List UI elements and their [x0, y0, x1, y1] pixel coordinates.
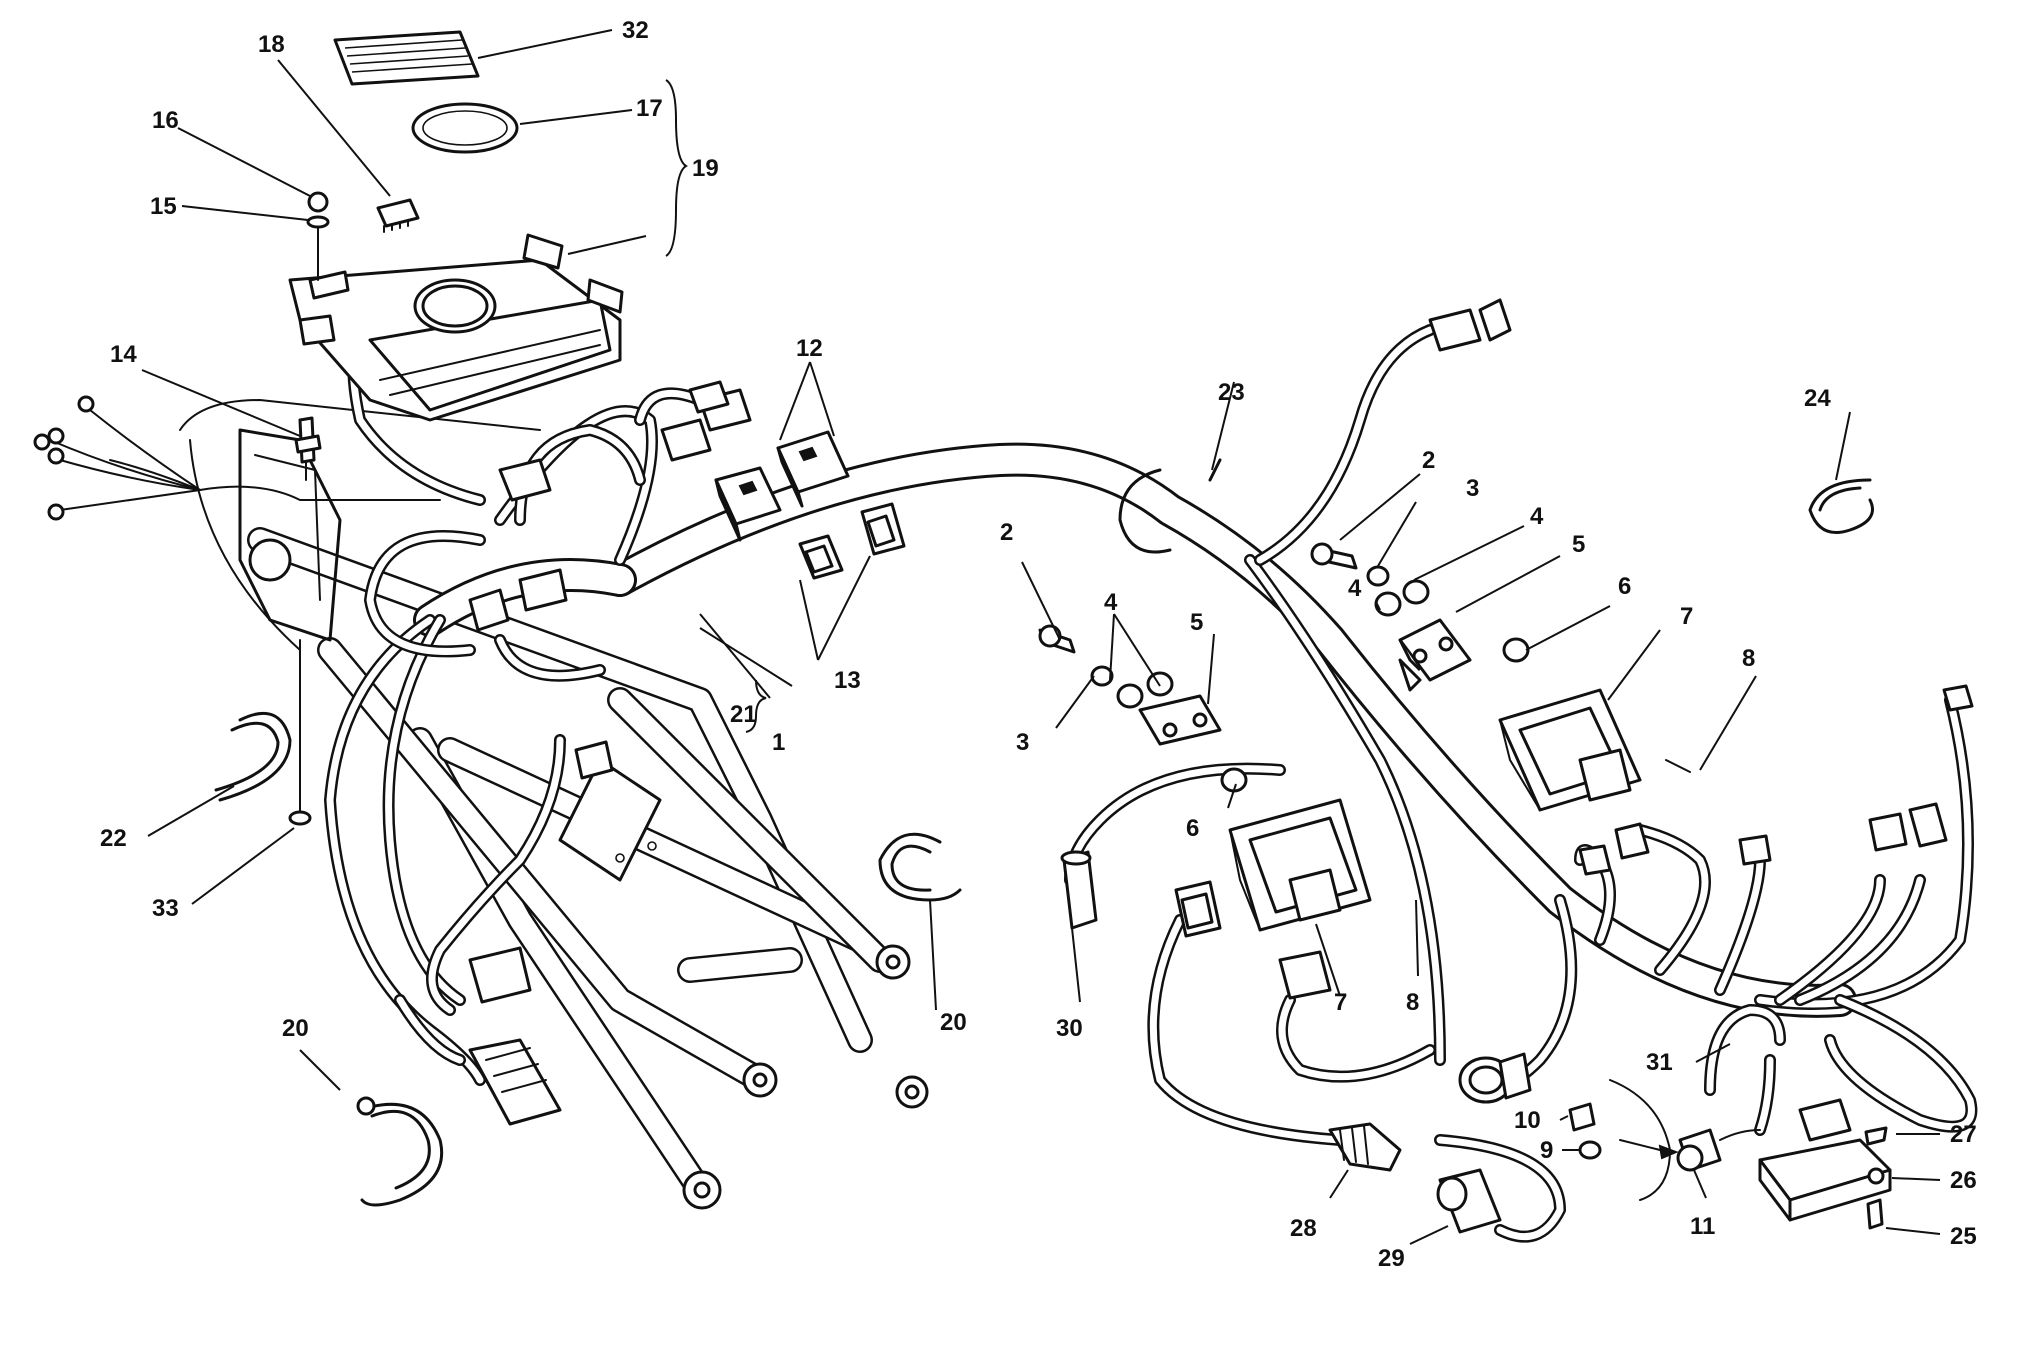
callout-11: 11	[1690, 1213, 1715, 1240]
callout-23: 23	[1218, 379, 1245, 406]
callout-28: 28	[1290, 1215, 1317, 1242]
hose-31	[1704, 1004, 1786, 1136]
callout-6-lower: 6	[1186, 815, 1199, 842]
callout-13: 13	[834, 667, 861, 694]
sensor-30	[1060, 850, 1098, 930]
callout-14: 14	[110, 341, 137, 368]
sensor-28	[1328, 1122, 1402, 1172]
callout-8-upper: 8	[1742, 645, 1755, 672]
callout-3-upper: 3	[1466, 475, 1479, 502]
callout-32: 32	[622, 17, 649, 44]
callout-12: 12	[796, 335, 823, 362]
callout-22: 22	[100, 825, 127, 852]
sensor-11	[1568, 1079, 1761, 1201]
callout-26: 26	[1950, 1167, 1977, 1194]
eprom-chip	[376, 198, 420, 233]
connectors-right	[1578, 684, 1974, 876]
callout-21: 21	[730, 701, 757, 728]
callout-5-upper: 5	[1572, 531, 1585, 558]
callout-7-upper: 7	[1680, 603, 1693, 630]
callout-30: 30	[1056, 1015, 1083, 1042]
bracket-upper	[1310, 542, 1530, 692]
callout-labels: 32 18 17 16 19 15 14 12 13 21 1 22 33 20…	[100, 17, 1977, 1272]
relay-pair	[714, 430, 850, 542]
ecu-unit	[288, 233, 624, 422]
callout-3-lower: 3	[1016, 729, 1029, 756]
callout-20-left: 20	[282, 1015, 309, 1042]
callout-4-lower: 4	[1104, 589, 1118, 616]
main-harness	[49, 304, 1978, 1243]
clamp-24	[1808, 478, 1874, 534]
callout-27: 27	[1950, 1121, 1977, 1148]
coil-upper	[1498, 688, 1691, 812]
callout-16: 16	[152, 107, 179, 134]
relay-sockets	[798, 502, 906, 580]
callout-18: 18	[258, 31, 285, 58]
leader-lines	[141, 29, 1941, 1245]
callout-25: 25	[1950, 1223, 1977, 1250]
callout-4-upper-b: 4	[1348, 575, 1362, 602]
callout-9: 9	[1540, 1137, 1553, 1164]
callout-17: 17	[636, 95, 663, 122]
callout-15: 15	[150, 193, 177, 220]
callout-10: 10	[1514, 1107, 1541, 1134]
coil-lower	[1228, 798, 1372, 932]
callout-19: 19	[692, 155, 719, 182]
callout-8-lower: 8	[1406, 989, 1419, 1016]
nut-33	[288, 699, 312, 826]
clamp-20-left	[356, 1096, 444, 1207]
round-connector	[1458, 1052, 1532, 1104]
clamp-22	[214, 711, 292, 802]
callout-2-upper: 2	[1422, 447, 1435, 474]
callout-24: 24	[1804, 385, 1831, 412]
sensor-29	[1436, 1168, 1502, 1234]
callout-31: 31	[1646, 1049, 1673, 1076]
connector-lower	[1278, 950, 1332, 1000]
callout-1: 1	[772, 729, 785, 756]
connector-top	[1428, 298, 1512, 352]
map-sensor	[1758, 1098, 1892, 1230]
clamp-23	[1118, 458, 1222, 554]
nut-and-washer	[306, 191, 330, 281]
ecu-connectors	[468, 380, 752, 632]
ring-terminals	[33, 395, 95, 521]
callout-5-lower: 5	[1190, 609, 1203, 636]
callout-2-lower: 2	[1000, 519, 1013, 546]
callout-33: 33	[152, 895, 179, 922]
connector-30	[1174, 880, 1222, 938]
clamp-20-right	[878, 832, 962, 902]
ecu-cover-plate	[333, 30, 480, 86]
callout-7-lower: 7	[1334, 989, 1347, 1016]
connector-frame	[468, 740, 614, 1126]
sensor-14	[294, 416, 322, 481]
callout-6-upper: 6	[1618, 573, 1631, 600]
callout-29: 29	[1378, 1245, 1405, 1272]
bracket-lower	[1038, 624, 1248, 793]
callout-20-right: 20	[940, 1009, 967, 1036]
callout-4-upper-a: 4	[1530, 503, 1544, 530]
foam-pad	[411, 102, 519, 154]
